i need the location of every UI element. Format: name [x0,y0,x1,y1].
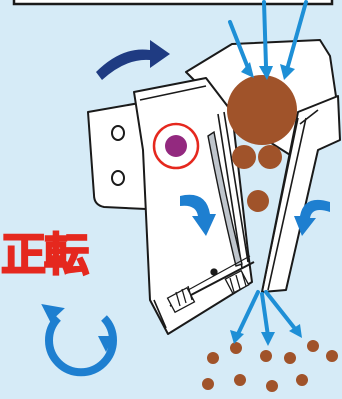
outflow-arrows [236,290,298,338]
curved-flow-arrow-icon [180,194,330,236]
machine-body [87,39,341,335]
tension-spring-assembly [166,255,255,314]
incoming-material [227,75,297,212]
clockwise-circular-arrow-icon [41,304,117,377]
rotation-label: 正転 [0,227,90,282]
jaw-liner [207,130,243,267]
shaft-icon [152,122,200,170]
crushed-particles [202,340,338,392]
bolt-holes [111,125,125,186]
top-frame [12,0,334,6]
jaw-details [139,85,319,329]
dark-blue-rotation-arrow-icon [96,40,170,80]
inflow-arrows [228,0,308,70]
